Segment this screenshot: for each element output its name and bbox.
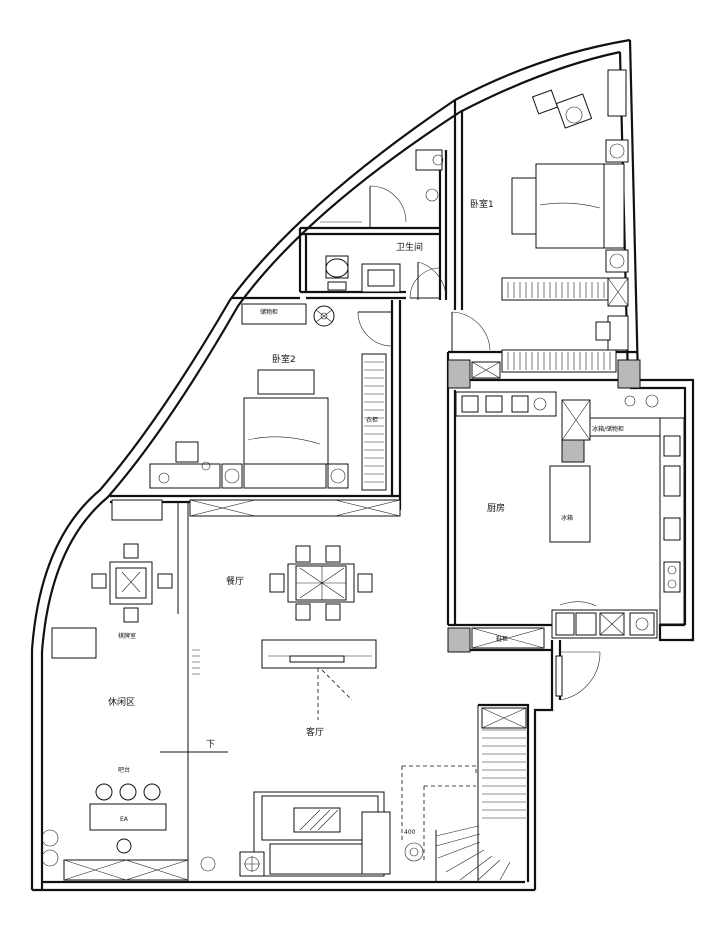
leisure-furniture — [41, 543, 228, 881]
label-fridge: 冰箱 — [561, 514, 573, 522]
bedroom2-furniture — [111, 303, 401, 521]
label-shoe-cabinet: 鞋柜 — [496, 635, 508, 643]
bathroom-fixtures — [320, 149, 447, 300]
label-down: 下 — [206, 740, 215, 750]
label-living: 客厅 — [306, 726, 324, 738]
label-bedroom2: 卧室2 — [272, 353, 296, 365]
label-bar-counter: EA — [120, 816, 129, 823]
label-bedroom1: 卧室1 — [470, 198, 494, 210]
bedroom1-furniture — [451, 69, 629, 379]
label-dimension: 400 — [404, 829, 416, 836]
kitchen-fixtures — [455, 391, 685, 701]
label-dining: 餐厅 — [226, 575, 244, 587]
living-furniture — [200, 707, 527, 882]
label-bar: 吧台 — [118, 766, 130, 774]
room-labels: 卧室1 卫生间 卧室2 厨房 餐厅 客厅 休闲区 棋牌室 吧台 下 400 冰箱… — [108, 198, 624, 836]
label-shelf: 储物柜 — [260, 308, 278, 316]
label-wardrobe: 衣柜 — [366, 416, 378, 424]
label-kitchen: 厨房 — [487, 502, 505, 514]
dining-furniture — [192, 545, 377, 720]
label-leisure: 休闲区 — [108, 696, 135, 708]
label-mahjong: 棋牌室 — [118, 632, 136, 640]
structural-columns — [447, 359, 641, 653]
label-bathroom: 卫生间 — [396, 241, 423, 253]
label-fridge-cabinet: 冰箱/储物柜 — [592, 425, 624, 433]
